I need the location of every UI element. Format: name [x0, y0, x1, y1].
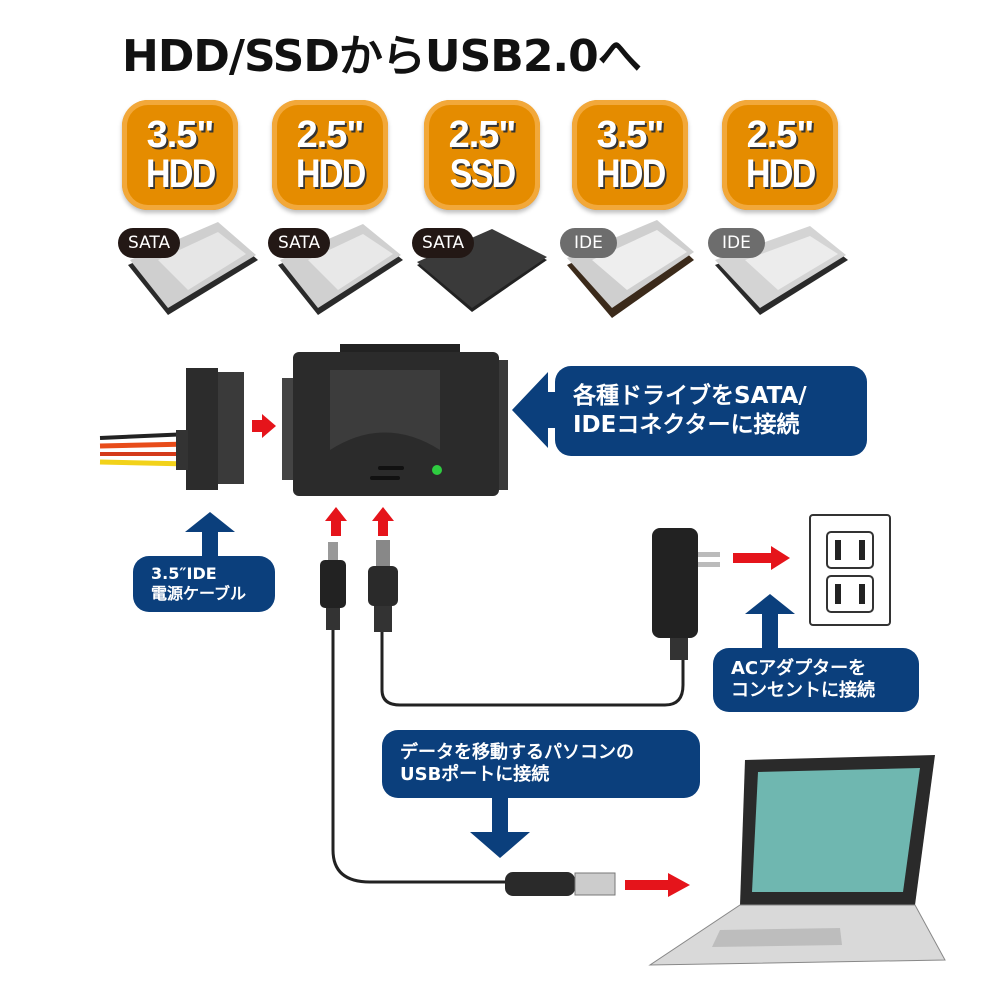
- interface-pill: SATA: [118, 228, 181, 258]
- hdd-image: [715, 226, 848, 315]
- callout-line: コンセントに接続: [731, 680, 875, 701]
- red-arrows: [252, 414, 790, 897]
- callout-power-cable: 3.5″IDE 電源ケーブル: [133, 556, 275, 612]
- wall-outlet: [809, 514, 891, 626]
- callout-line: データを移動するパソコンの: [400, 741, 634, 763]
- hdd-image: [278, 224, 403, 315]
- callout-ac-adapter: ACアダプターを コンセントに接続: [713, 648, 919, 712]
- drive-size: 3.5": [146, 114, 215, 156]
- drive-type: HDD: [595, 152, 666, 196]
- callout-line: 3.5″IDE: [151, 564, 217, 583]
- drive-size: 2.5": [746, 114, 815, 156]
- interface-pill: IDE: [708, 228, 765, 258]
- drive-type: HDD: [295, 152, 366, 196]
- callout-usb: データを移動するパソコンの USBポートに接続: [382, 730, 700, 798]
- usb-adapter: [282, 344, 508, 496]
- interface-pill: SATA: [268, 228, 331, 258]
- power-cable: [99, 368, 244, 490]
- drive-size: 2.5": [448, 114, 517, 156]
- callout-line: USBポートに接続: [400, 764, 550, 785]
- mini-usb-plug: [320, 542, 346, 630]
- drive-images: [128, 220, 848, 318]
- drive-badge: 3.5"HDD: [122, 100, 238, 210]
- drive-badge: 2.5"HDD: [272, 100, 388, 210]
- hdd-image: [128, 222, 258, 315]
- drive-badge: 2.5"HDD: [722, 100, 838, 210]
- interface-pill: IDE: [560, 228, 617, 258]
- ac-adapter: [652, 528, 720, 660]
- callout-line: 電源ケーブル: [151, 584, 247, 603]
- callout-connector: 各種ドライブをSATA/ IDEコネクターに接続: [555, 366, 867, 456]
- hdd-image: [567, 220, 694, 318]
- led-indicator: [432, 465, 442, 475]
- callout-line: IDEコネクターに接続: [573, 412, 800, 438]
- laptop-image: [648, 755, 946, 966]
- drive-badge: 3.5"HDD: [572, 100, 688, 210]
- interface-pill: SATA: [412, 228, 475, 258]
- drive-badge: 2.5"SSD: [424, 100, 540, 210]
- drive-type: SSD: [449, 152, 517, 196]
- blue-arrows: [185, 372, 795, 858]
- drive-size: 2.5": [296, 114, 365, 156]
- dc-cable: [380, 625, 685, 707]
- callout-line: 各種ドライブをSATA/: [573, 383, 807, 410]
- drive-size: 3.5": [596, 114, 665, 156]
- page-title: HDD/SSDからUSB2.0へ: [122, 31, 642, 82]
- usb-cable: [331, 625, 510, 884]
- usb-a-plug: [505, 872, 616, 896]
- drive-type: HDD: [145, 152, 216, 196]
- drive-type: HDD: [745, 152, 816, 196]
- dc-plug: [368, 540, 398, 632]
- callout-line: ACアダプターを: [731, 657, 867, 679]
